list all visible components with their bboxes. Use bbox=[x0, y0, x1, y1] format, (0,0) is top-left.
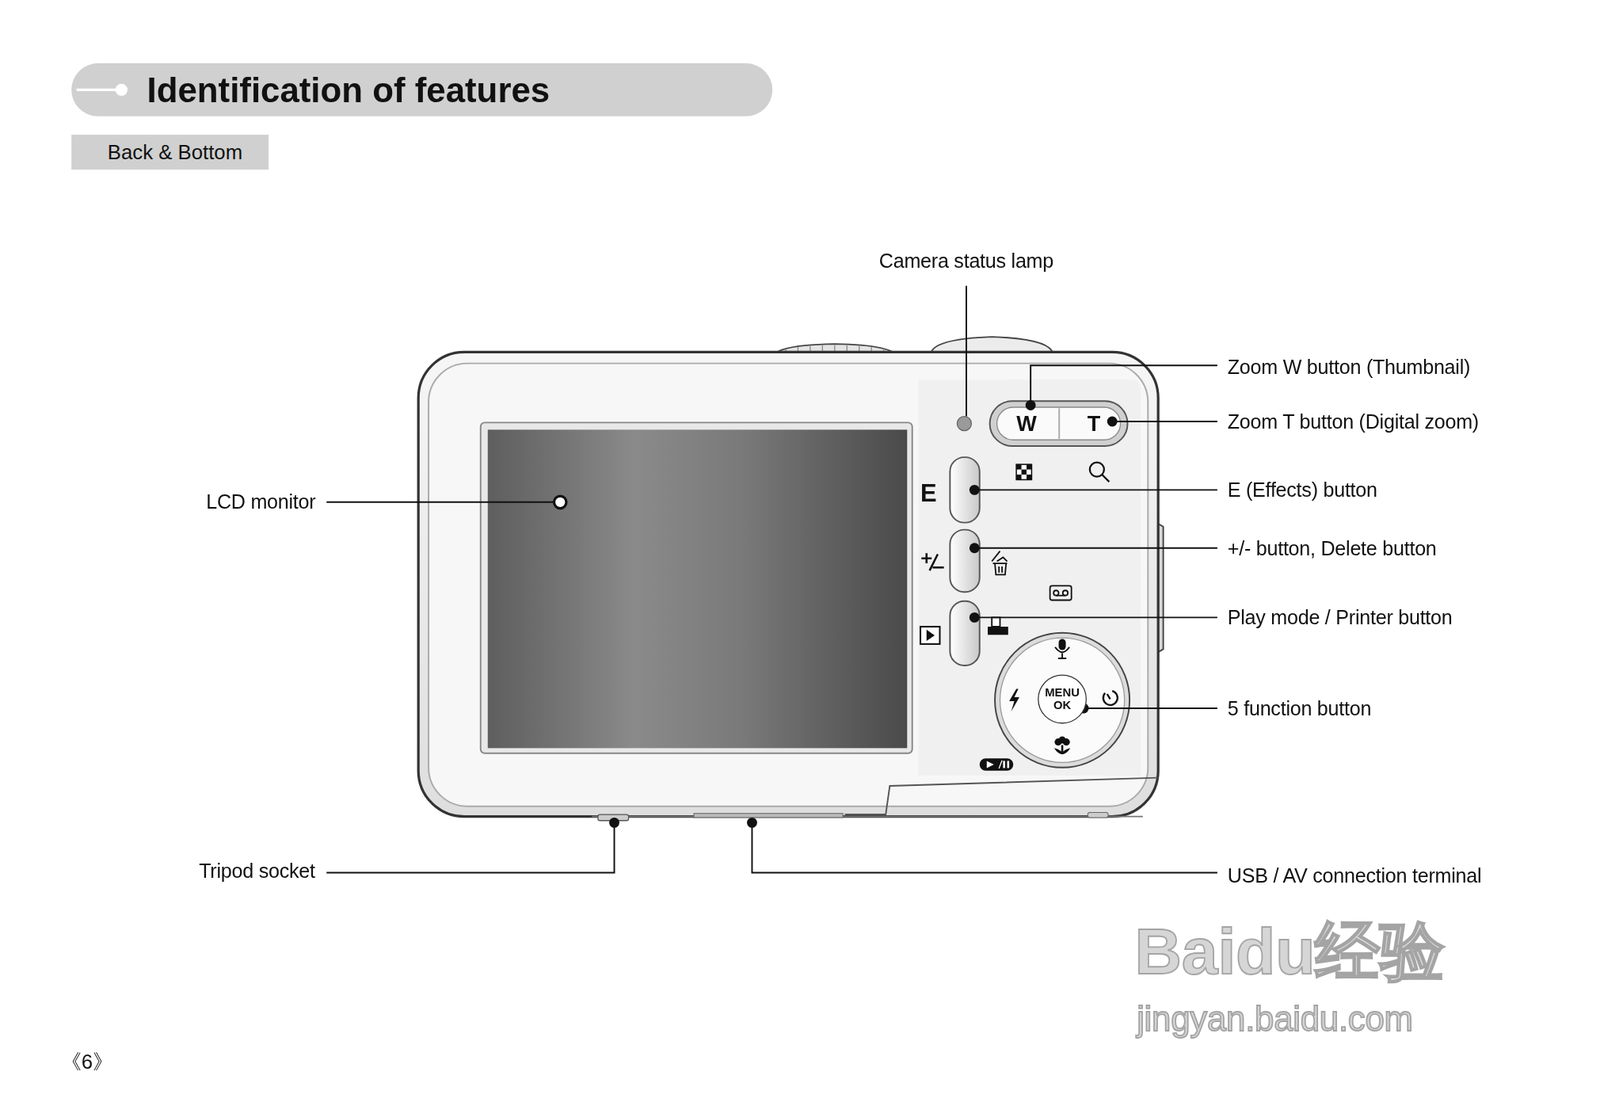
thumbnail-icon bbox=[1016, 464, 1032, 480]
callout-label: 5 function button bbox=[1227, 696, 1372, 721]
callout-label: Zoom W button (Thumbnail) bbox=[1227, 354, 1471, 379]
callout-label: Play mode / Printer button bbox=[1227, 605, 1453, 630]
zoom-t-button: T bbox=[1076, 407, 1112, 440]
button-letter: E bbox=[920, 480, 937, 506]
callout-label: Camera status lamp bbox=[879, 247, 1054, 273]
zoom-rocker-face bbox=[997, 407, 1121, 440]
callout-label: E (Effects) button bbox=[1227, 477, 1378, 503]
zoom-rocker bbox=[990, 400, 1128, 446]
watermark: jingyan.baidu.com bbox=[1136, 999, 1414, 1038]
title-band: Identification of features bbox=[71, 63, 773, 117]
five-function-ring-outer bbox=[994, 632, 1130, 768]
macro-icon bbox=[1054, 735, 1071, 755]
play-pause-icon bbox=[979, 758, 1014, 770]
page-number: 《6》 bbox=[60, 1048, 113, 1074]
zoom-w-button: W bbox=[1009, 407, 1044, 440]
node-text: Identification of features bbox=[147, 69, 551, 110]
callout-label: USB / AV connection terminal bbox=[1227, 863, 1482, 888]
node-text: W bbox=[1016, 411, 1037, 436]
section-tab: Back & Bottom bbox=[71, 134, 269, 170]
callout-label: Zoom T button (Digital zoom) bbox=[1227, 409, 1479, 435]
mic-icon bbox=[1055, 638, 1070, 658]
foot bbox=[1087, 811, 1109, 817]
button-panel bbox=[918, 379, 1141, 776]
lcd-frame bbox=[480, 422, 913, 753]
node-text: T bbox=[1087, 411, 1101, 436]
callout-label: LCD monitor bbox=[205, 488, 316, 514]
leader-dots bbox=[554, 400, 1118, 828]
voice-memo-icon bbox=[1050, 585, 1072, 600]
self-timer-icon bbox=[1103, 690, 1118, 705]
band-ornament bbox=[71, 63, 133, 117]
status-lamp bbox=[956, 416, 972, 431]
play-icon bbox=[920, 626, 940, 644]
flash-icon bbox=[1009, 689, 1020, 712]
leader-lines bbox=[326, 285, 1218, 873]
five-function-ring bbox=[999, 637, 1124, 762]
camera-body bbox=[418, 351, 1159, 816]
delete-icon bbox=[991, 551, 1007, 576]
node-text: Back & Bottom bbox=[107, 140, 243, 164]
menu-ok-button: MENU OK bbox=[1037, 674, 1087, 724]
camera-bezel bbox=[428, 363, 1148, 807]
battery-cover bbox=[845, 777, 1159, 815]
node-text: MENU OK bbox=[1043, 685, 1082, 713]
callout-label: +/- button, Delete button bbox=[1227, 535, 1437, 560]
bottom-edge bbox=[591, 815, 1143, 818]
plus-minus-icon bbox=[921, 552, 944, 571]
terminal-cover bbox=[693, 813, 843, 818]
zoom-divider bbox=[1058, 407, 1060, 439]
watermark: Baidu经验 bbox=[1135, 915, 1446, 988]
magnifier-icon bbox=[1089, 462, 1109, 482]
printer-icon bbox=[987, 617, 1009, 635]
lcd-monitor bbox=[487, 429, 907, 748]
callout-label: Tripod socket bbox=[198, 857, 316, 883]
side-buttons bbox=[949, 457, 980, 666]
